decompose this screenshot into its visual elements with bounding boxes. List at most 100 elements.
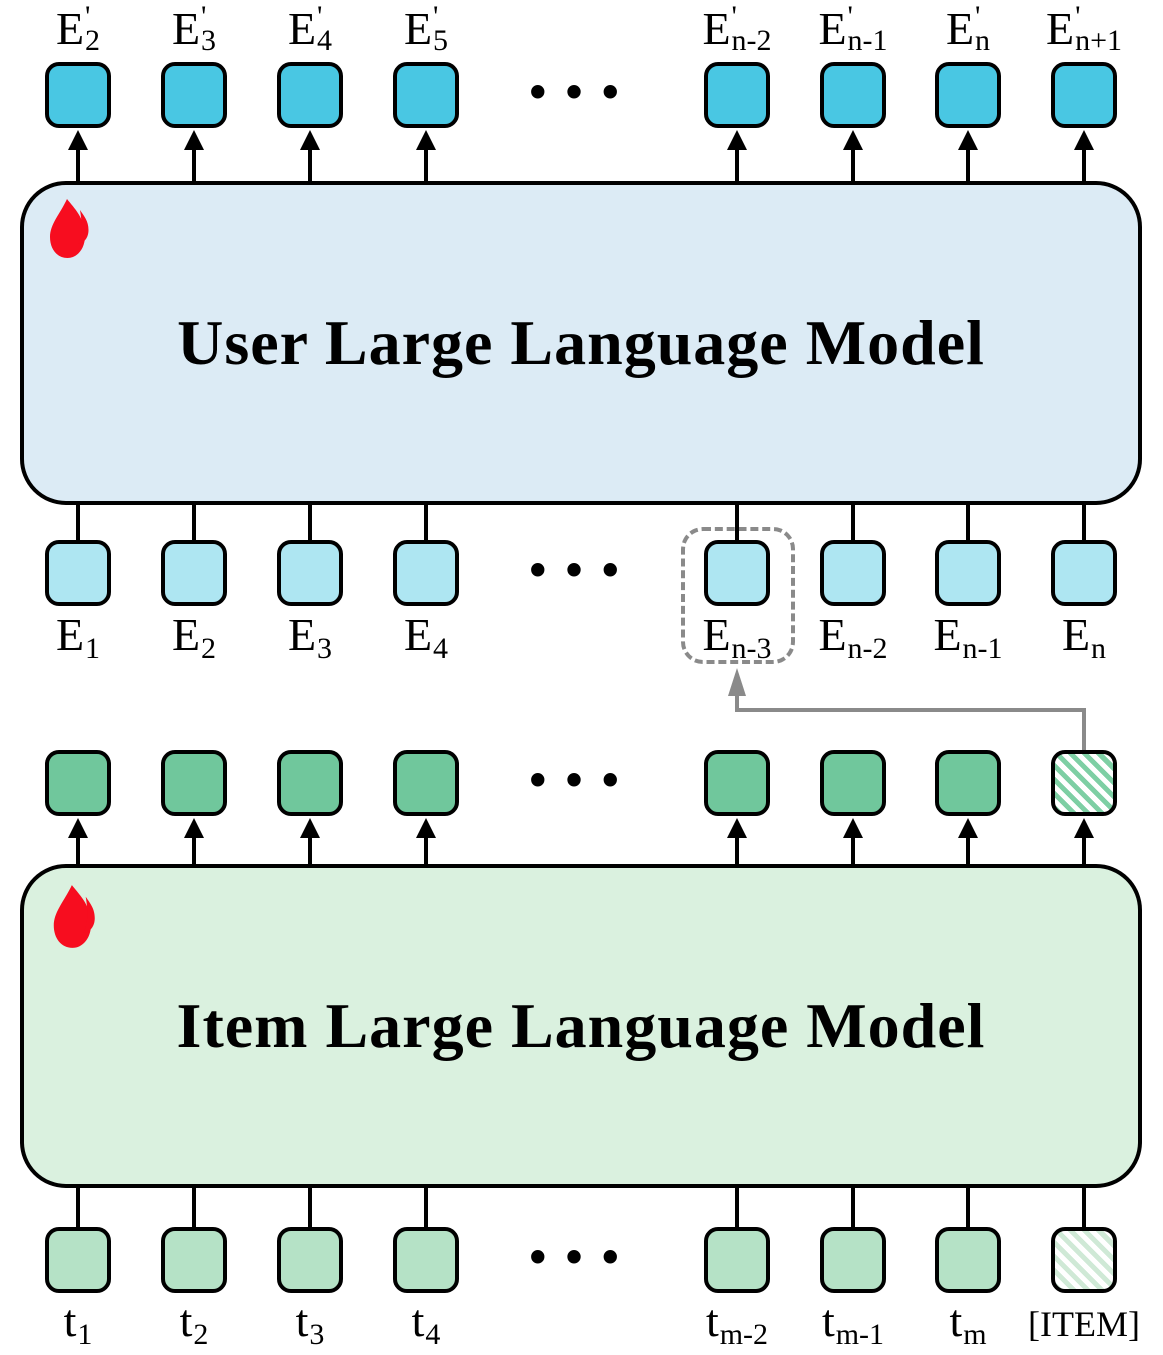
- output-token-label: E'4: [235, 2, 385, 56]
- arrow-line: [735, 836, 739, 866]
- token-subscript: m-2: [719, 1318, 769, 1351]
- token-script-stack: 'n: [975, 2, 990, 56]
- token-base: t: [411, 1295, 425, 1346]
- skip-connection-path: [735, 694, 1086, 752]
- item-llm-block: Item Large Language Model: [20, 864, 1142, 1188]
- token-base: E: [818, 609, 847, 660]
- token-subscript: 3: [309, 1318, 325, 1351]
- item-input-token-box: [704, 1227, 770, 1293]
- ellipsis-item-inputs: •••: [525, 1236, 635, 1280]
- connector-line: [966, 1188, 970, 1228]
- ellipsis-top: •••: [525, 71, 635, 115]
- arrow-line: [424, 148, 428, 182]
- connector-line: [424, 505, 428, 541]
- token-base: E: [1045, 3, 1075, 54]
- token-base: E: [55, 3, 85, 54]
- skip-arrow-head-icon: [728, 668, 746, 696]
- token-base: E: [702, 609, 731, 660]
- prime-mark-icon: ': [201, 0, 207, 33]
- token-base: E: [933, 609, 962, 660]
- arrow-line: [308, 148, 312, 182]
- output-embedding-box: [45, 62, 111, 128]
- up-arrow-icon: [184, 818, 204, 838]
- token-subscript: n: [1091, 632, 1107, 665]
- user-input-embedding-box: [45, 540, 111, 606]
- arrow-line: [735, 148, 739, 182]
- token-subscript: m: [963, 1318, 987, 1351]
- item-input-token-box: [820, 1227, 886, 1293]
- up-arrow-icon: [843, 818, 863, 838]
- connector-line: [1082, 1188, 1086, 1228]
- item-input-token-box: [935, 1227, 1001, 1293]
- arrow-line: [424, 836, 428, 866]
- up-arrow-icon: [958, 130, 978, 150]
- connector-line: [192, 1188, 196, 1228]
- token-base: E: [945, 3, 975, 54]
- item-output-embedding-box: [935, 750, 1001, 816]
- arrow-line: [76, 148, 80, 182]
- token-subscript: n-2: [731, 24, 772, 57]
- token-subscript: n-2: [847, 632, 888, 665]
- prime-mark-icon: ': [731, 0, 737, 33]
- output-embedding-box: [277, 62, 343, 128]
- token-subscript: 2: [85, 24, 101, 57]
- token-subscript: 5: [433, 24, 449, 57]
- up-arrow-icon: [68, 818, 88, 838]
- output-token-label: E'2: [3, 0, 153, 57]
- connector-line: [851, 505, 855, 541]
- token-base: t: [295, 1295, 309, 1346]
- token-subscript: 4: [425, 1318, 441, 1351]
- up-arrow-icon: [843, 130, 863, 150]
- token-subscript: 3: [201, 24, 217, 57]
- up-arrow-icon: [1074, 130, 1094, 150]
- arrow-line: [966, 836, 970, 866]
- arrow-line: [966, 148, 970, 182]
- token-base: E: [403, 609, 433, 660]
- arrow-line: [851, 148, 855, 182]
- user-input-embedding-box: [820, 540, 886, 606]
- arrow-line: [76, 836, 80, 866]
- item-placeholder-label: [ITEM]: [1009, 1298, 1159, 1342]
- arrow-line: [1082, 148, 1086, 182]
- user-input-embedding-box: [704, 540, 770, 606]
- output-token-label: E'n-1: [778, 2, 928, 56]
- token-script-stack: '3: [201, 0, 217, 57]
- up-arrow-icon: [416, 818, 436, 838]
- arrow-line: [308, 836, 312, 866]
- user-input-embedding-box: [161, 540, 227, 606]
- ellipsis-user-inputs: •••: [525, 549, 635, 593]
- item-input-token-box: [393, 1227, 459, 1293]
- token-subscript: 1: [77, 1318, 93, 1351]
- token-script-stack: 'n-2: [731, 0, 772, 57]
- connector-line: [76, 1188, 80, 1228]
- token-subscript: 2: [201, 632, 217, 665]
- item-output-embedding-box: [820, 750, 886, 816]
- item-input-token-box: [161, 1227, 227, 1293]
- connector-line: [735, 505, 739, 541]
- connector-line: [308, 1188, 312, 1228]
- user-input-embedding-box: [1051, 540, 1117, 606]
- token-subscript: 3: [317, 632, 333, 665]
- output-token-label: E'3: [119, 0, 269, 57]
- prime-mark-icon: ': [85, 0, 91, 33]
- up-arrow-icon: [727, 130, 747, 150]
- token-subscript: n-3: [731, 632, 772, 665]
- arrow-line: [192, 836, 196, 866]
- token-base: E: [287, 609, 317, 660]
- output-token-label: E'n-2: [662, 0, 812, 57]
- prime-mark-icon: ': [433, 0, 439, 33]
- token-subscript: n+1: [1075, 24, 1123, 57]
- connector-line: [851, 1188, 855, 1228]
- connector-line: [76, 505, 80, 541]
- token-base: t: [705, 1295, 719, 1346]
- token-base: t: [821, 1295, 835, 1346]
- arrow-line: [1082, 836, 1086, 866]
- token-script-stack: '4: [317, 2, 332, 56]
